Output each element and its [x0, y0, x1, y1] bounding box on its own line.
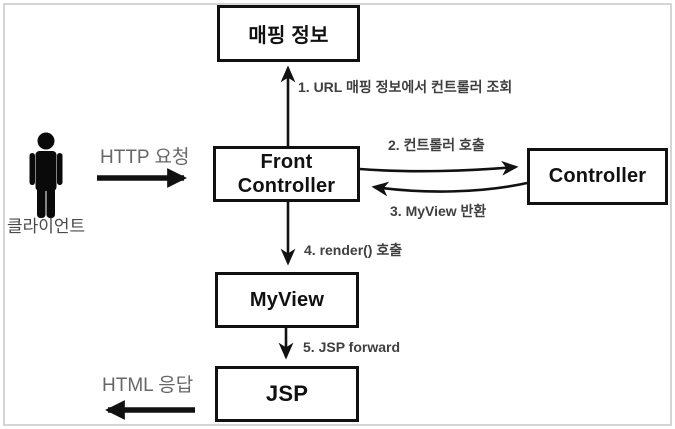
label-step4: 4. render() 호출 [304, 242, 403, 258]
label-http-request: HTTP 요청 [100, 147, 190, 168]
arrow-step2-controller-call [359, 160, 519, 176]
node-front-controller: Front Controller [213, 146, 360, 202]
label-step2: 2. 컨트롤러 호출 [388, 137, 485, 153]
label-client: 클라이언트 [7, 217, 86, 236]
node-controller: Controller [527, 148, 668, 205]
diagram-frame [3, 3, 672, 426]
label-html-response: HTML 응답 [102, 375, 194, 396]
node-jsp: JSP [215, 366, 359, 422]
node-myview: MyView [215, 272, 359, 328]
node-mapping-info: 매핑 정보 [217, 5, 360, 62]
label-step5: 5. JSP forward [303, 339, 401, 355]
label-step3: 3. MyView 반환 [390, 203, 487, 219]
label-step1: 1. URL 매핑 정보에서 컨트롤러 조회 [298, 79, 513, 95]
arrow-step3-myview-return [371, 181, 528, 197]
person-icon [29, 132, 63, 218]
